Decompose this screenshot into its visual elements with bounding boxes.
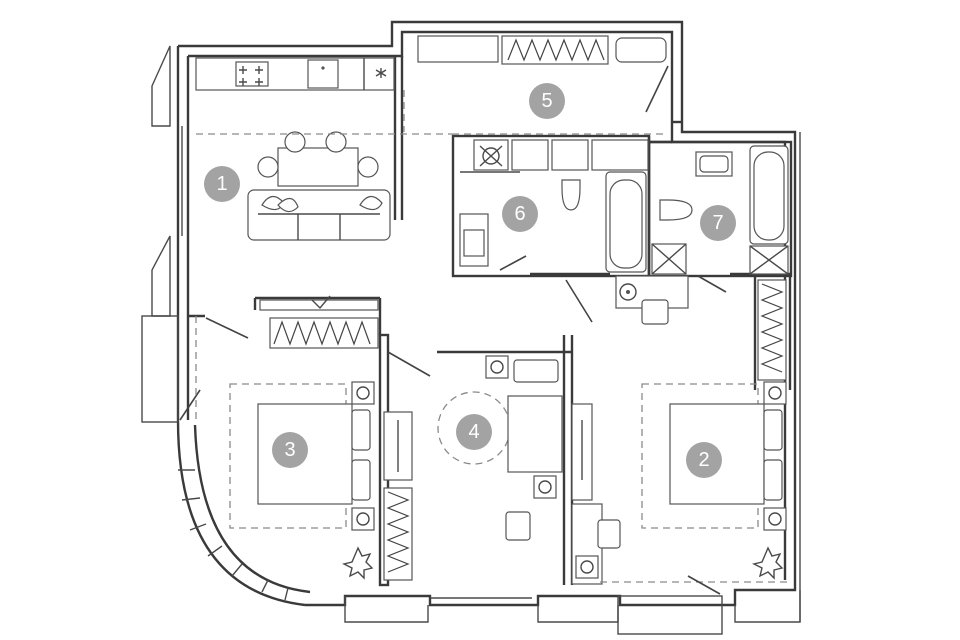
chair-4: [505, 511, 531, 541]
room-number-1: 1: [216, 173, 227, 195]
bed-4: [507, 395, 563, 473]
room-number-6: 6: [514, 203, 525, 225]
room-badges: 1 2 3 4 5 6 7: [204, 83, 736, 478]
wardrobe-3b: [383, 487, 413, 581]
room-number-7: 7: [712, 212, 723, 234]
toilet: [561, 179, 581, 211]
room-badge-3: 3: [272, 432, 308, 468]
room-badge-6: 6: [502, 196, 538, 232]
zone-dashes: [195, 90, 668, 420]
room-badge-2: 2: [686, 442, 722, 478]
outer-walls: [141, 20, 801, 635]
washing-machine: [473, 139, 509, 171]
wardrobe-2: [757, 279, 787, 381]
room-number-2: 2: [698, 449, 709, 471]
bedroom-2: [600, 279, 790, 595]
wardrobe-3: [269, 317, 379, 349]
room-badge-5: 5: [529, 83, 565, 119]
room-number-3: 3: [284, 439, 295, 461]
dining-table: [277, 147, 359, 187]
toilet-7: [659, 199, 693, 221]
bathroom-6: [459, 139, 649, 273]
room-4: [437, 355, 621, 585]
room-number-5: 5: [541, 90, 552, 112]
hallway: [565, 275, 689, 325]
room-badge-4: 4: [456, 414, 492, 450]
balcony: [417, 35, 669, 113]
plant-2: [751, 546, 784, 580]
bedroom-3: [179, 295, 431, 581]
room-badge-7: 7: [700, 205, 736, 241]
room-number-4: 4: [468, 421, 479, 443]
kitchen-counter: [195, 57, 395, 91]
laundry-tub: [615, 37, 667, 63]
bathroom-7: [651, 145, 789, 293]
kitchen: [195, 57, 395, 241]
kitchen-sink: [307, 59, 339, 89]
room-badge-1: 1: [204, 166, 240, 202]
plant-3: [341, 546, 374, 580]
